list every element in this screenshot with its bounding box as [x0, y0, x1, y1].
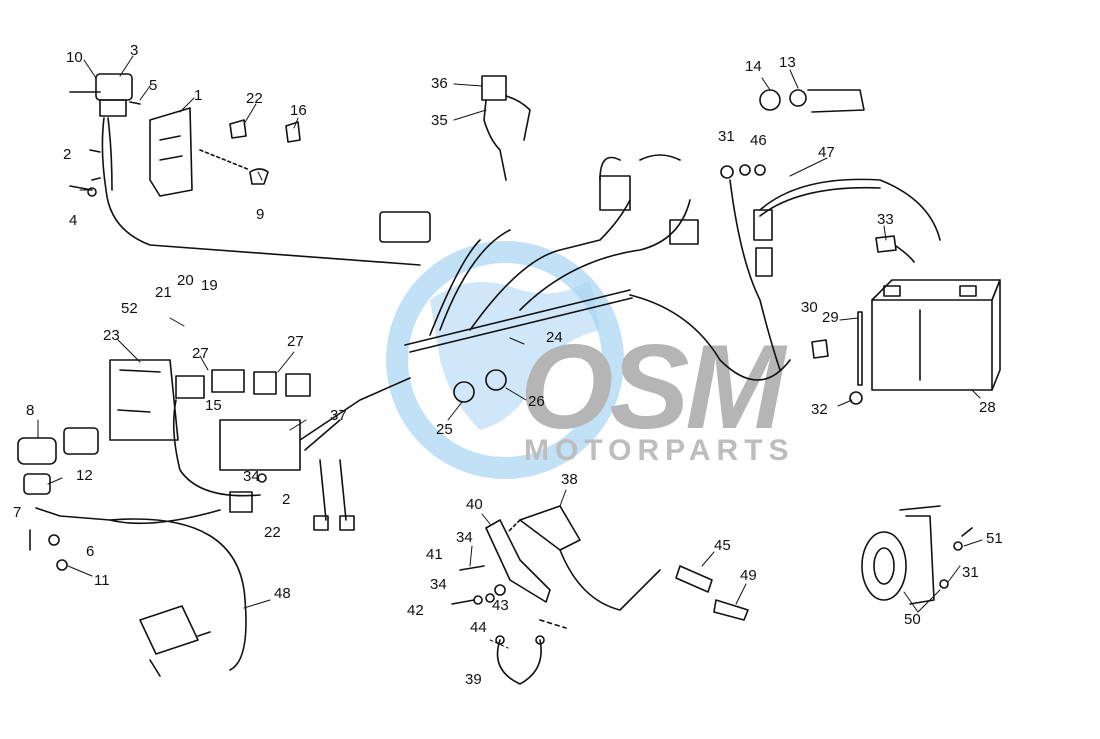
sensor-bracket-part	[485, 505, 661, 629]
callout-31-top: 31	[718, 128, 735, 145]
callout-5: 5	[149, 77, 158, 94]
callout-25: 25	[436, 421, 453, 438]
callout-23: 23	[103, 327, 120, 344]
callout-27-right: 27	[287, 333, 304, 350]
callout-45: 45	[714, 537, 731, 554]
callout-1: 1	[194, 87, 203, 104]
callout-9: 9	[256, 206, 265, 223]
callout-43: 43	[492, 597, 509, 614]
callout-12: 12	[76, 467, 93, 484]
callout-50: 50	[904, 611, 921, 628]
callout-33: 33	[877, 211, 894, 228]
callout-16: 16	[290, 102, 307, 119]
watermark-logo: OSM	[520, 320, 785, 454]
battery-part	[871, 279, 1001, 391]
callout-13: 13	[779, 54, 796, 71]
callout-30: 30	[801, 299, 818, 316]
callout-44: 44	[470, 619, 487, 636]
callout-34-lower: 34	[430, 576, 447, 593]
main-harness-part	[379, 154, 791, 381]
callout-7: 7	[13, 504, 22, 521]
callout-11: 11	[94, 572, 110, 589]
callout-40: 40	[466, 496, 483, 513]
callout-49: 49	[740, 567, 757, 584]
callout-24: 24	[546, 329, 563, 346]
callout-34-upper: 34	[456, 529, 473, 546]
callout-52: 52	[121, 300, 138, 317]
callout-27-left: 27	[192, 345, 209, 362]
callout-34-left: 34	[243, 468, 260, 485]
callout-51: 51	[986, 530, 1003, 547]
callout-22-bottom: 22	[264, 524, 281, 541]
callout-28: 28	[979, 399, 996, 416]
callout-4: 4	[69, 212, 78, 229]
watermark-text: MOTORPARTS	[524, 434, 795, 467]
callout-14: 14	[745, 58, 762, 75]
callout-42: 42	[407, 602, 424, 619]
callout-48: 48	[274, 585, 291, 602]
callout-6: 6	[86, 543, 95, 560]
callout-22-top: 22	[246, 90, 263, 107]
callout-19: 19	[201, 277, 218, 294]
switch-bracket-part	[69, 73, 421, 266]
coil-part	[109, 518, 247, 677]
callout-41: 41	[426, 546, 443, 563]
callout-31-bottom: 31	[962, 564, 979, 581]
callout-8: 8	[26, 402, 35, 419]
callout-10: 10	[66, 49, 83, 66]
callout-2-bottom: 2	[282, 491, 291, 508]
callout-32: 32	[811, 401, 828, 418]
callout-3: 3	[130, 42, 139, 59]
callout-38: 38	[561, 471, 578, 488]
callout-2-top: 2	[63, 146, 72, 163]
relay-box-part	[63, 359, 411, 531]
callout-46: 46	[750, 132, 767, 149]
callout-15: 15	[205, 397, 222, 414]
callout-39: 39	[465, 671, 482, 688]
callout-36: 36	[431, 75, 448, 92]
horn-part	[861, 505, 973, 605]
callout-20: 20	[177, 272, 194, 289]
callout-35: 35	[431, 112, 448, 129]
callout-21: 21	[155, 284, 172, 301]
callout-37: 37	[330, 407, 347, 424]
callout-26: 26	[528, 393, 545, 410]
callout-47: 47	[818, 144, 835, 161]
callout-29: 29	[822, 309, 839, 326]
